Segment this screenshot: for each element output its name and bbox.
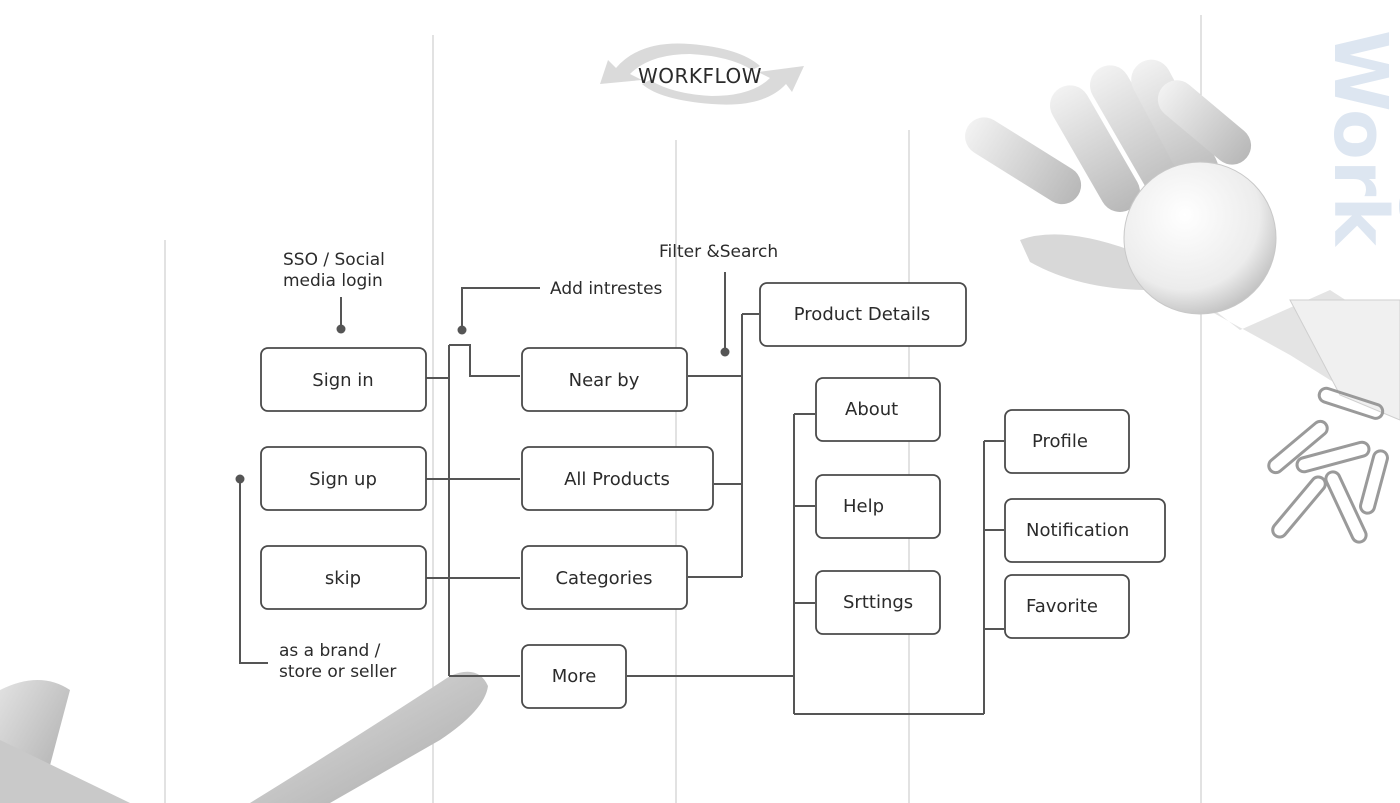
profile-label: Profile	[1032, 431, 1088, 452]
watermark-line1: Work	[1317, 30, 1400, 247]
connector-lines	[235, 272, 1004, 715]
sign-up-node[interactable]: Sign up	[260, 446, 427, 511]
all-products-node[interactable]: All Products	[521, 446, 714, 511]
about-label: About	[845, 399, 898, 420]
cycle-arrows-icon	[600, 43, 804, 105]
all-products-label: All Products	[564, 469, 670, 490]
watermark-line2: Flow	[1382, 105, 1400, 300]
sso-note-line1: SSO / Social	[283, 250, 385, 270]
near-by-node[interactable]: Near by	[521, 347, 688, 412]
robot-hand-image	[965, 59, 1400, 421]
paper-clips-image	[1267, 386, 1389, 544]
sign-in-node[interactable]: Sign in	[260, 347, 427, 412]
sign-up-label: Sign up	[309, 469, 377, 490]
notification-node[interactable]: Notification	[1004, 498, 1166, 563]
categories-node[interactable]: Categories	[521, 545, 688, 610]
help-label: Help	[843, 496, 884, 517]
favorite-label: Favorite	[1026, 596, 1098, 617]
near-by-label: Near by	[569, 370, 640, 391]
filter-search-note: Filter &Search	[659, 242, 778, 262]
more-node[interactable]: More	[521, 644, 627, 709]
brand-note-line1: as a brand /	[279, 641, 381, 661]
notification-label: Notification	[1026, 520, 1129, 541]
about-node[interactable]: About	[815, 377, 941, 442]
add-interests-note: Add intrestes	[550, 279, 663, 299]
favorite-node[interactable]: Favorite	[1004, 574, 1130, 639]
workflow-watermark: Work Flow	[1317, 30, 1400, 300]
product-details-label: Product Details	[794, 304, 930, 325]
product-details-node[interactable]: Product Details	[759, 282, 967, 347]
page-title: WORKFLOW	[638, 64, 762, 88]
categories-label: Categories	[555, 568, 652, 589]
settings-node[interactable]: Srttings	[815, 570, 941, 635]
skip-label: skip	[325, 568, 361, 589]
sso-note-line2: media login	[283, 271, 383, 291]
profile-node[interactable]: Profile	[1004, 409, 1130, 474]
skip-node[interactable]: skip	[260, 545, 427, 610]
settings-label: Srttings	[843, 592, 913, 613]
wooden-plane-image	[0, 671, 488, 803]
help-node[interactable]: Help	[815, 474, 941, 539]
sign-in-label: Sign in	[312, 370, 373, 391]
brand-note-line2: store or seller	[279, 662, 396, 682]
more-label: More	[552, 666, 597, 687]
